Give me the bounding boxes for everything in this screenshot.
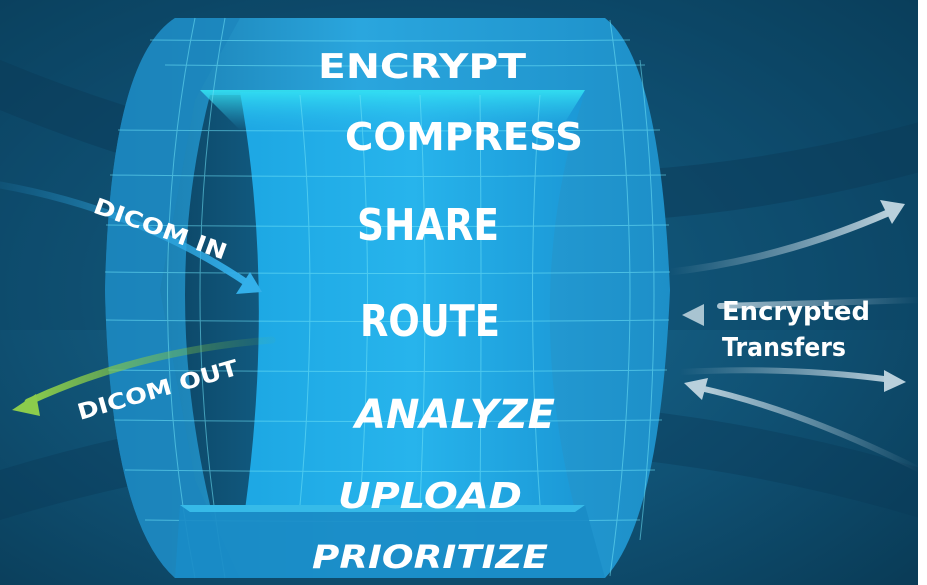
function-analyze: ANALYZE: [352, 392, 555, 438]
function-upload: UPLOAD: [338, 476, 522, 517]
cylinder-bottom-edge: [180, 505, 585, 512]
function-route: ROUTE: [360, 296, 500, 347]
inbound-arrowhead-mid: [682, 304, 704, 326]
cylinder-left-rim: [105, 18, 240, 578]
cylinder-bottom-lip: [175, 505, 605, 578]
inbound-arrow-bottom: [697, 385, 923, 473]
outbound-arrow-top: [666, 208, 894, 276]
dicom-in-arrowhead: [236, 272, 262, 294]
outbound-arrowhead-bottom: [884, 370, 906, 392]
function-compress: COMPRESS: [345, 115, 583, 159]
inbound-arrowhead-bottom: [684, 378, 708, 400]
dicom-in-arrow: [0, 181, 254, 289]
outbound-arrowhead-top: [880, 200, 905, 224]
encrypted-transfers-line1: Encrypted: [722, 297, 870, 327]
right-edge: [918, 0, 927, 585]
dicom-out-arrowhead: [12, 394, 40, 416]
dicom-out-arrow: [24, 336, 276, 406]
function-share: SHARE: [357, 200, 499, 251]
encrypted-transfers-line2: Transfers: [722, 333, 846, 363]
function-encrypt: ENCRYPT: [318, 47, 527, 87]
cylinder-top-glow: [200, 90, 585, 130]
outbound-arrow-bottom: [677, 367, 895, 383]
function-prioritize: PRIORITIZE: [312, 538, 548, 576]
inbound-arrow-mid: [717, 297, 923, 309]
cylinder-inner-face: [240, 92, 585, 510]
